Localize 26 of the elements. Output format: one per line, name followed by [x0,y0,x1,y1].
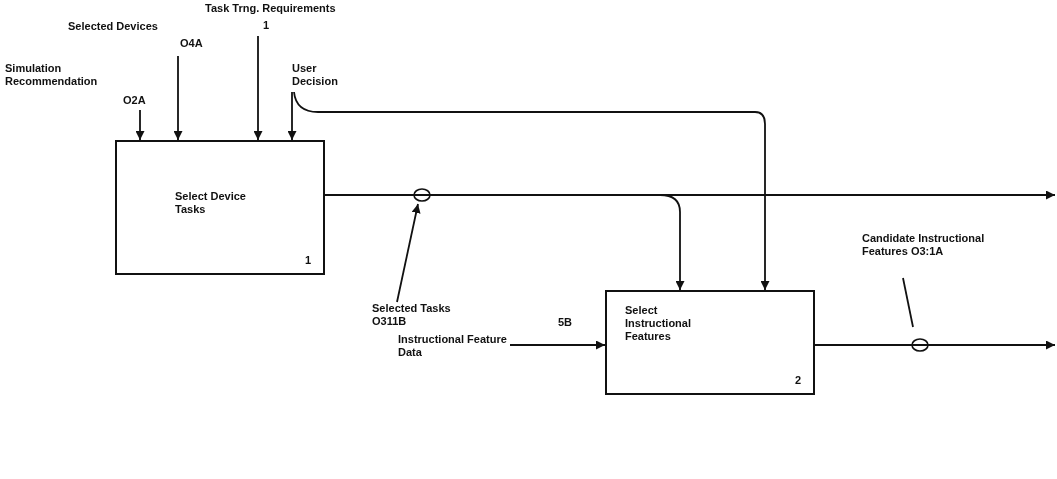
arrow [173,55,183,141]
arrow-label: User Decision [292,62,339,88]
leader-line [902,277,914,328]
reference-code: O2A [123,94,147,107]
process-box [115,140,325,275]
arrow [814,340,1056,350]
arrow-label: Task Trng. Requirements [205,2,337,15]
reference-code: 1 [263,19,271,32]
leader-line [396,203,421,303]
arrow-label: Candidate Instructional Features O3:1A [862,232,986,258]
reference-code: O4A [180,37,204,50]
arrow [509,340,606,350]
arrow-label: Instructional Feature Data [398,333,508,359]
arrow [135,109,145,141]
arrow [293,91,770,291]
arrow-label: Selected Devices [68,20,159,33]
arrow [287,91,297,141]
box-number: 2 [795,374,803,387]
box-number: 1 [305,254,313,267]
arrow [253,35,263,141]
reference-code: 5B [558,316,573,328]
activity-title: Select Device Tasks [175,190,247,216]
arrow-label: Simulation Recommendation [5,62,99,88]
process-box [605,290,815,395]
activity-title: Select Instructional Features [625,304,692,343]
arrow-label: Selected Tasks O311B [372,302,452,328]
